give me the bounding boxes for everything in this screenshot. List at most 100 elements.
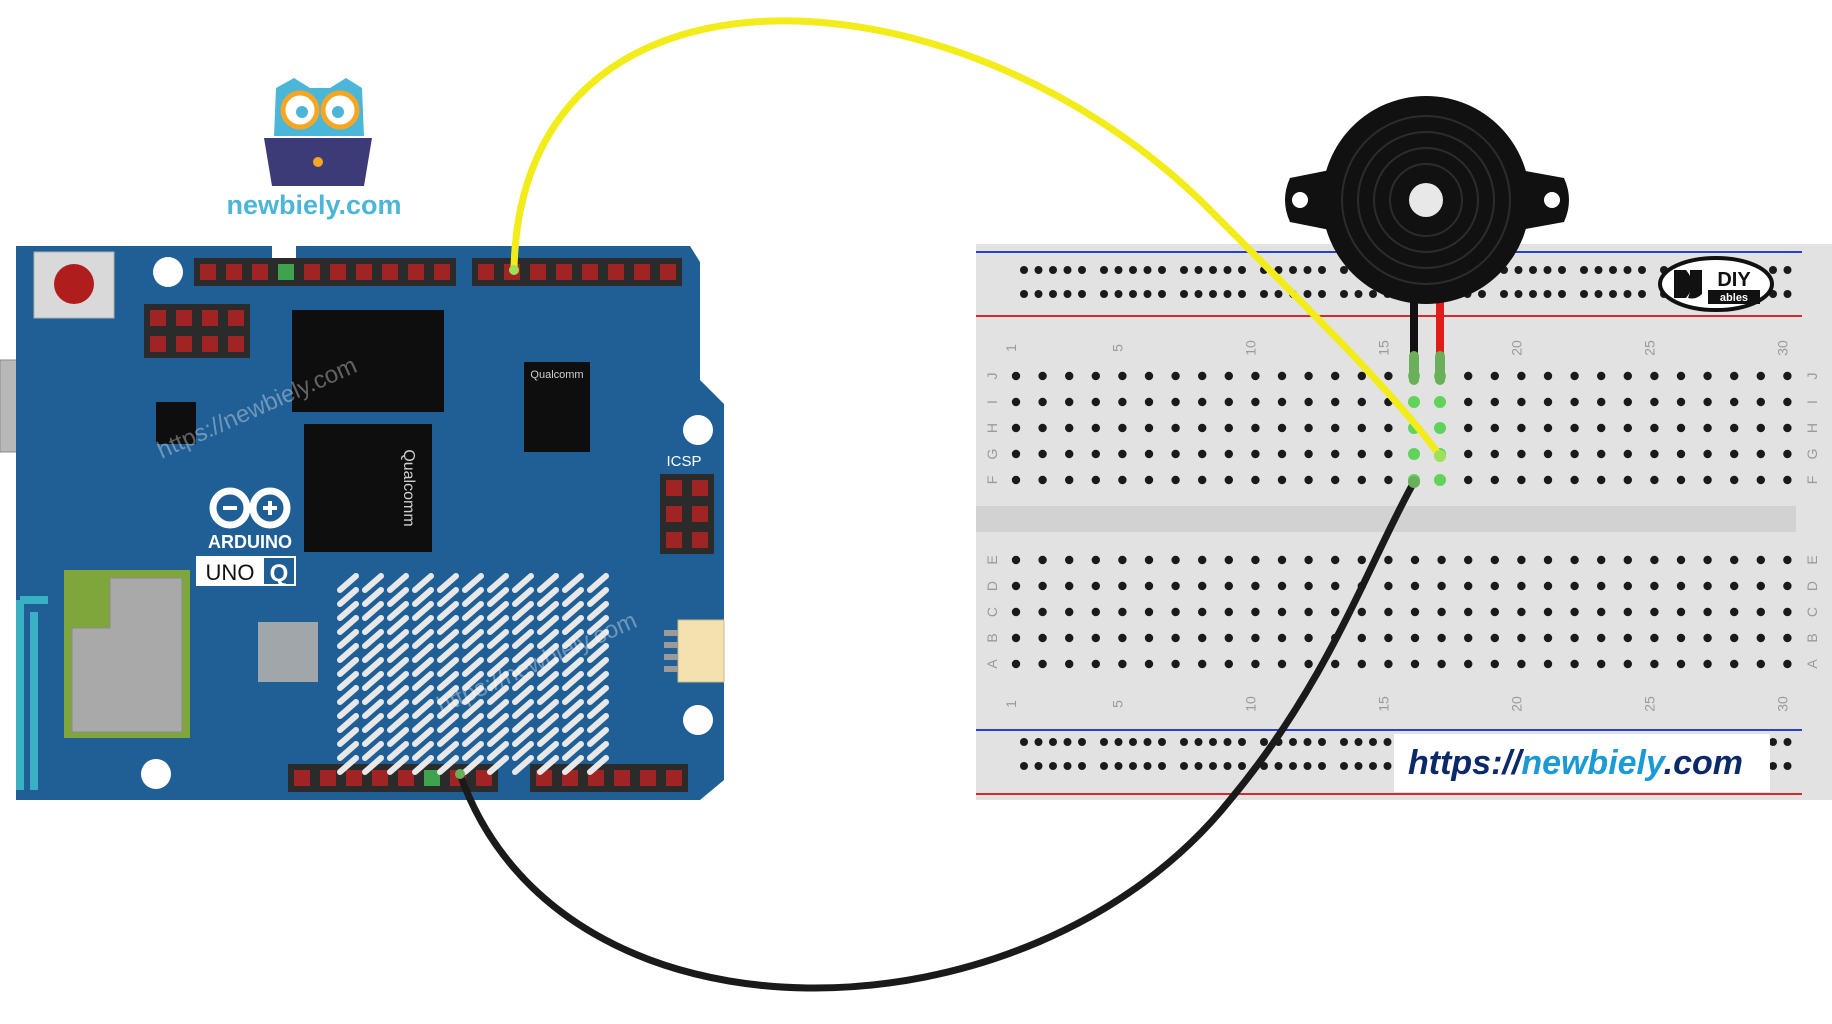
breadboard-hole <box>1676 423 1686 433</box>
header-2x4 <box>144 304 250 358</box>
breadboard-hole <box>1650 581 1659 591</box>
grille-slat <box>437 755 459 775</box>
breadboard-hole <box>1543 475 1553 485</box>
header-housing <box>530 764 688 792</box>
arduino-uno-q-board: Qualcomm Qualcomm ICSP ARDUINO UNO Q htt… <box>0 244 725 800</box>
breadboard-hole <box>1224 607 1234 617</box>
grille-slat <box>362 713 384 733</box>
rail-hole <box>1194 738 1203 746</box>
rail-hole <box>1158 762 1166 770</box>
breadboard-hole <box>1543 397 1553 407</box>
rail-hole <box>1783 290 1792 298</box>
breadboard-hole <box>1038 633 1047 643</box>
rail-hole <box>1114 266 1123 274</box>
column-label: 20 <box>1508 340 1524 356</box>
grille-slat <box>587 587 609 607</box>
breadboard-hole <box>1676 397 1686 407</box>
row-label: B <box>984 633 1000 642</box>
breadboard-hole <box>1517 555 1526 565</box>
grille-slat <box>462 629 484 649</box>
reset-button-cap[interactable] <box>54 264 94 304</box>
rail-hole <box>1783 738 1792 746</box>
breadboard-hole <box>1623 607 1633 617</box>
grille-slat <box>587 615 609 635</box>
active-hole <box>1434 422 1446 434</box>
grille-slat <box>512 671 534 691</box>
breadboard-hole <box>1224 475 1234 485</box>
rail-hole <box>1783 266 1792 274</box>
grille-slat <box>337 629 359 649</box>
chip-small-left <box>156 402 196 444</box>
grille-slat <box>462 587 484 607</box>
column-label: 25 <box>1641 696 1657 712</box>
rail-hole <box>1114 738 1123 746</box>
grille-slat <box>512 755 534 775</box>
qwiic-pin <box>664 630 678 636</box>
grille-slat <box>587 741 609 761</box>
breadboard-hole <box>1091 449 1101 459</box>
grille-slat <box>462 601 484 621</box>
qwiic-pin <box>664 654 678 660</box>
breadboard-hole <box>1783 555 1792 565</box>
grille-slat <box>512 573 534 593</box>
breadboard-hole <box>1517 475 1526 485</box>
breadboard-hole <box>1198 423 1207 433</box>
breadboard-hole <box>1756 555 1766 565</box>
breadboard-hole <box>1065 607 1074 617</box>
rail-hole <box>1020 738 1028 746</box>
grille-slat <box>387 629 409 649</box>
rail-hole <box>1143 738 1152 746</box>
rail-hole <box>1049 738 1057 746</box>
rail-hole <box>1034 290 1043 298</box>
model-label: UNO <box>206 560 255 585</box>
breadboard-hole <box>1011 423 1021 433</box>
breadboard-hole <box>1118 633 1127 643</box>
breadboard-hole <box>1038 371 1047 381</box>
rail-hole <box>1369 762 1377 770</box>
header-pin <box>666 480 682 496</box>
chip-qualcomm-large <box>304 424 432 552</box>
grille-slat <box>587 671 609 691</box>
rail-hole <box>1223 290 1232 298</box>
row-label: C <box>1804 607 1820 617</box>
rail-hole <box>1078 290 1086 298</box>
active-hole <box>1408 396 1420 408</box>
rail-hole <box>1369 738 1377 746</box>
row-label: E <box>1804 555 1820 564</box>
grille-slat <box>512 643 534 663</box>
breadboard-hole <box>1517 633 1526 643</box>
breadboard-hole <box>1730 555 1739 565</box>
grille-slat <box>437 587 459 607</box>
breadboard-hole <box>1623 423 1633 433</box>
breadboard-hole <box>1357 371 1367 381</box>
owl-eye-left <box>296 106 308 118</box>
grille-slat <box>412 741 434 761</box>
rail-hole <box>1100 290 1108 298</box>
rail-hole <box>1100 738 1108 746</box>
breadboard-hole <box>1703 555 1712 565</box>
breadboard-hole <box>1437 581 1446 591</box>
breadboard-hole <box>1676 633 1686 643</box>
grille-slat <box>587 685 609 705</box>
chip-qualcomm-large-label: Qualcomm <box>400 449 417 526</box>
breadboard-hole <box>1410 607 1420 617</box>
rail-hole <box>1194 762 1203 770</box>
breadboard-hole <box>1331 581 1340 591</box>
breadboard-hole <box>1304 397 1313 407</box>
row-label: C <box>984 607 1000 617</box>
grille-slat <box>587 727 609 747</box>
buzzer-sound-hole <box>1409 183 1443 217</box>
rail-hole <box>1274 762 1283 770</box>
breadboard-hole <box>1038 555 1047 565</box>
row-label: J <box>984 373 1000 380</box>
grille-slat <box>437 685 459 705</box>
breadboard-hole <box>1277 475 1287 485</box>
breadboard-hole <box>1091 633 1101 643</box>
rail-hole <box>1289 762 1297 770</box>
breadboard-hole <box>1676 659 1686 669</box>
grille-slat <box>462 741 484 761</box>
breadboard-hole <box>1490 397 1500 407</box>
rail-hole <box>1238 290 1246 298</box>
breadboard-hole <box>1224 397 1234 407</box>
mounting-hole <box>153 257 183 287</box>
